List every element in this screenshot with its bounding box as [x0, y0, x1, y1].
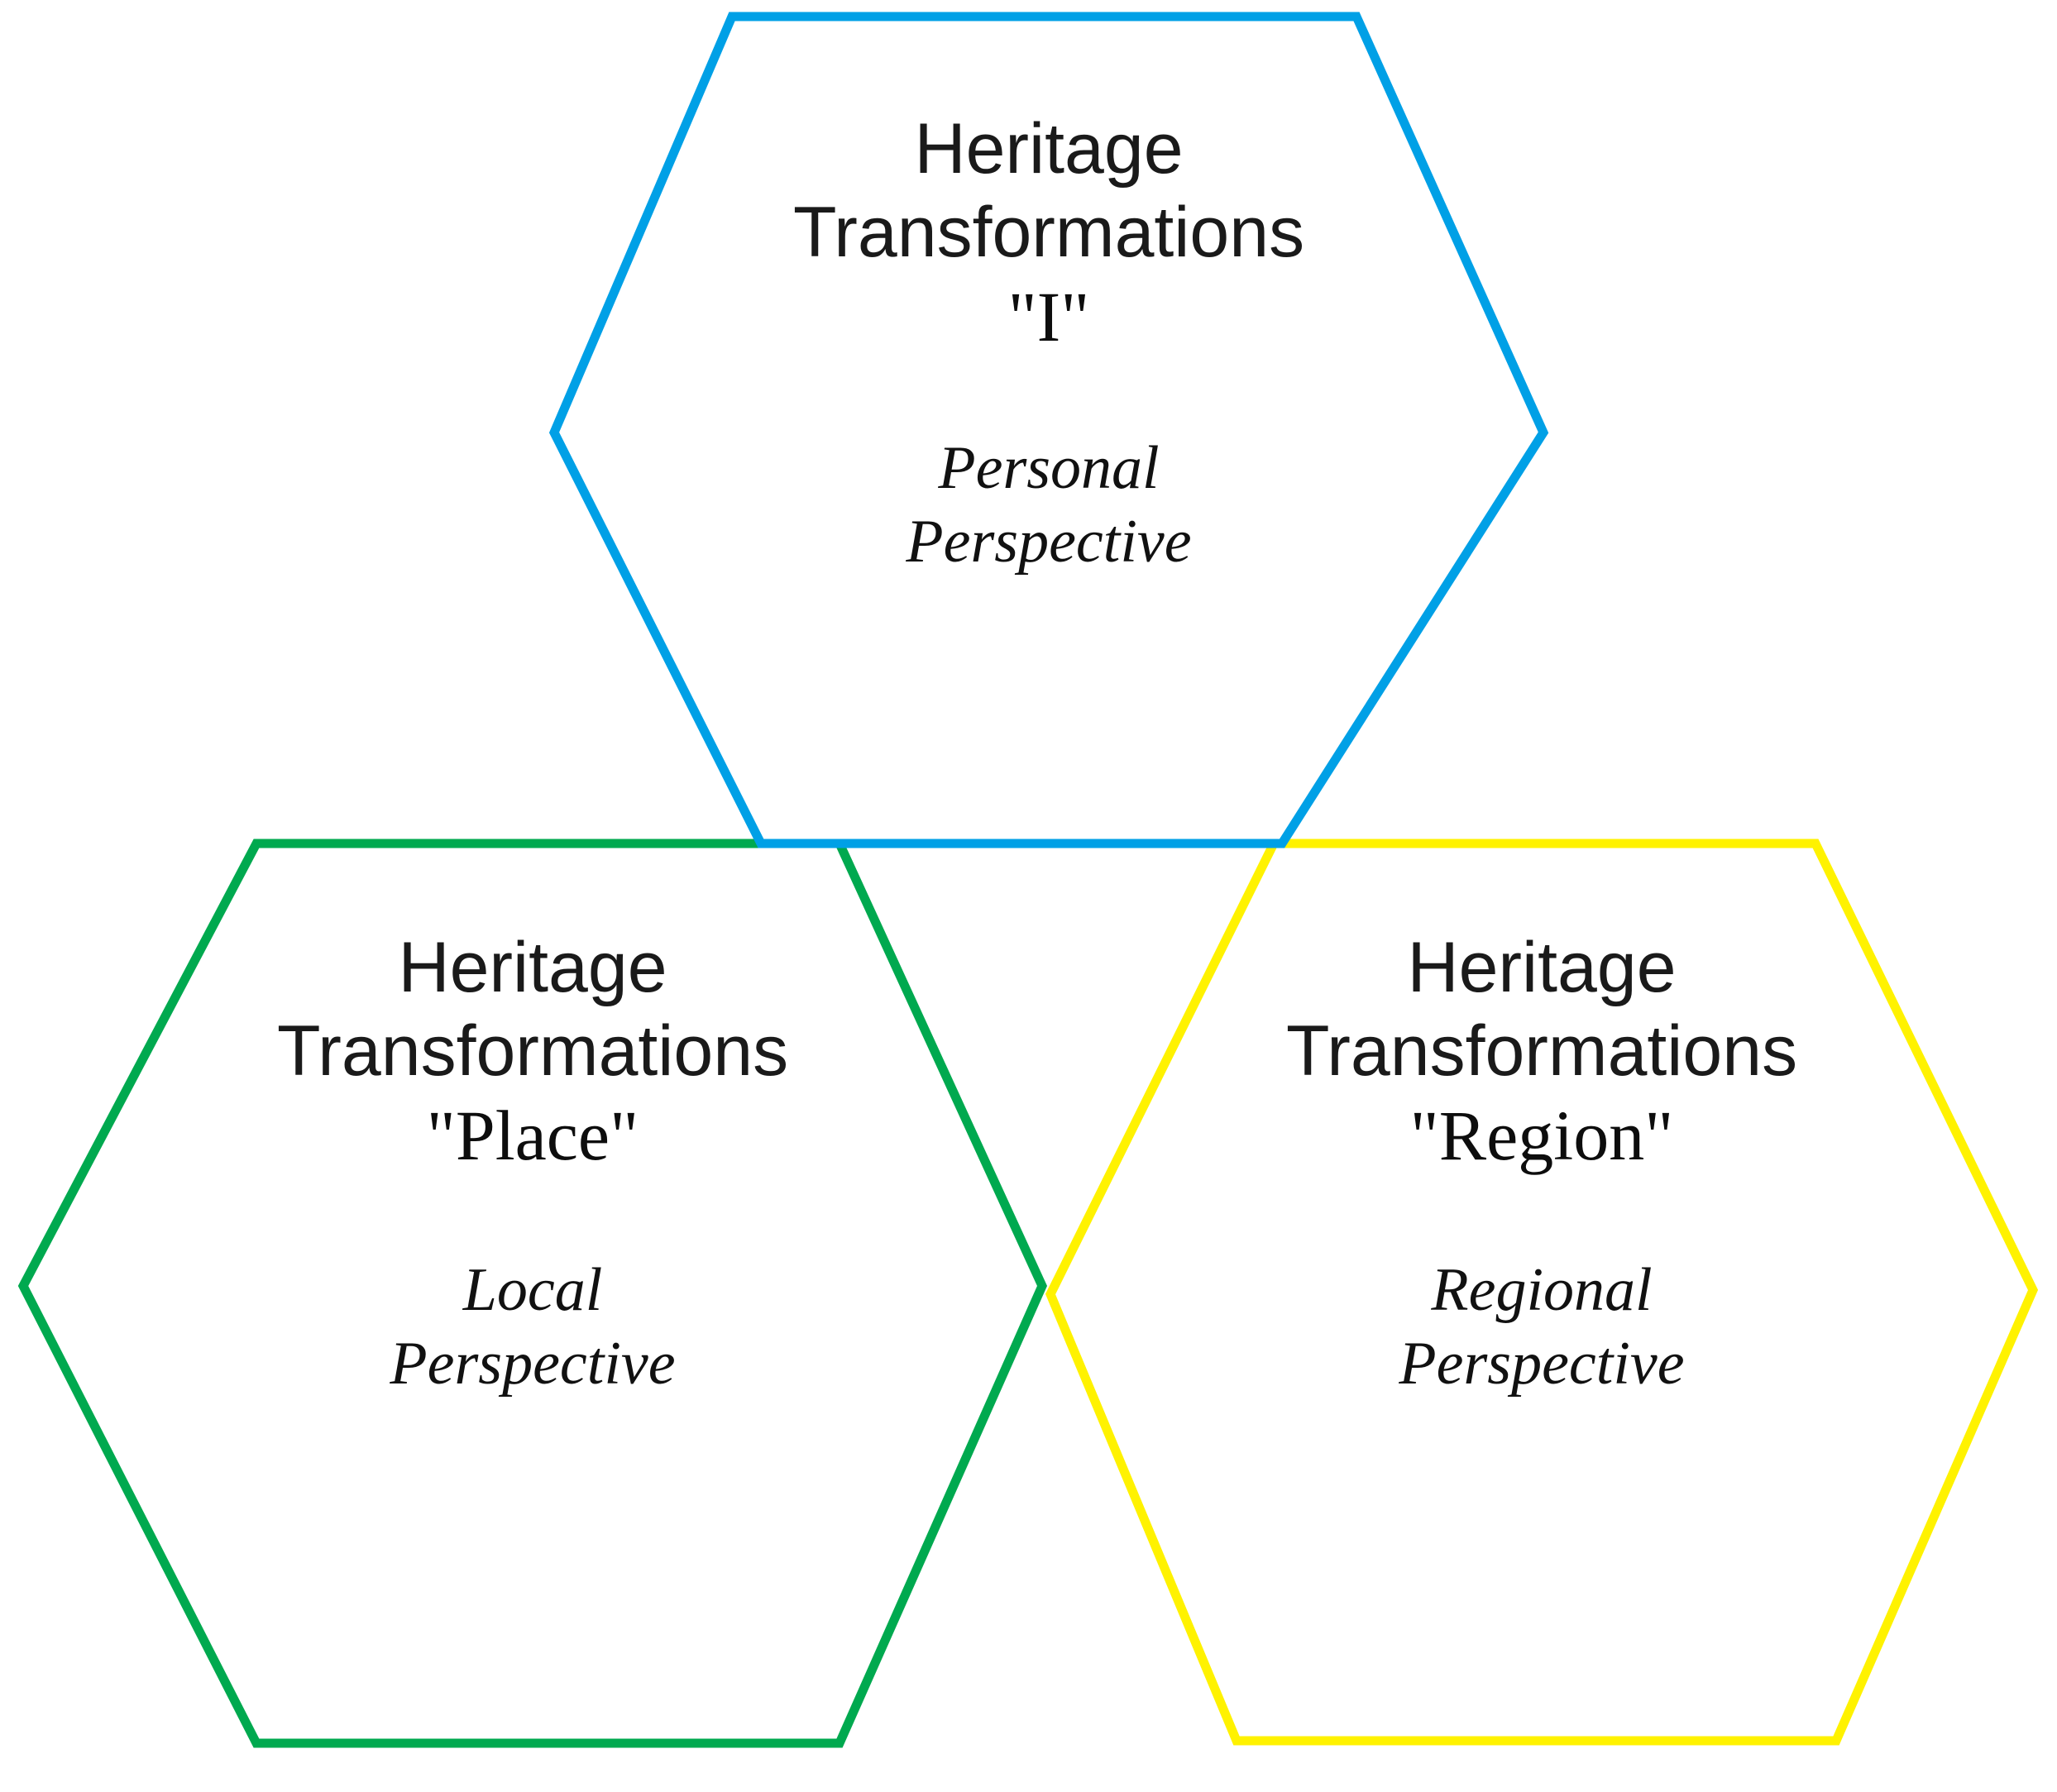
hexagon-label-place: Heritage Transformations "Place" Local P… — [23, 926, 1042, 1401]
hexagon-region-subtitle: Regional Perspective — [1399, 1256, 1685, 1398]
hexagon-i-title: Heritage Transformations — [792, 109, 1305, 273]
hexagon-i-outline[interactable] — [548, 12, 1549, 848]
hexagon-place-title: Heritage Transformations — [276, 928, 789, 1092]
hexagon-region-keyword: "Region" — [1409, 1095, 1674, 1175]
hexagon-place-keyword: "Place" — [426, 1095, 639, 1175]
hexagon-region-title: Heritage Transformations — [1285, 928, 1798, 1092]
hexagon-i-subtitle: Personal Perspective — [906, 434, 1192, 576]
hexagon-label-i: Heritage Transformations "I" Personal Pe… — [554, 108, 1543, 579]
hexagon-i-keyword: "I" — [1007, 276, 1090, 356]
hexagon-label-region: Heritage Transformations "Region" Region… — [1050, 926, 2033, 1401]
hexagon-place-subtitle: Local Perspective — [390, 1256, 676, 1398]
hexagon-region-outline[interactable] — [1045, 839, 2039, 1746]
